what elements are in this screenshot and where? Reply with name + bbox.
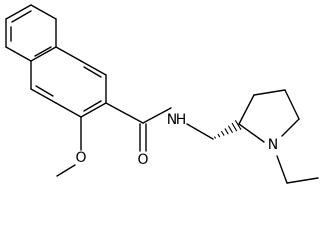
naphthalene-right-ring [30, 46, 107, 118]
pyrrolidine-ring [238, 89, 300, 143]
bond [238, 123, 265, 143]
structure-diagram: O O N H N [5, 4, 319, 184]
bond [55, 46, 82, 62]
bond [30, 46, 57, 62]
carboxamide-group [105, 102, 172, 152]
bond [253, 89, 286, 96]
bond [5, 46, 32, 62]
bond [281, 118, 300, 137]
amide-hydrogen-label: H [176, 112, 187, 128]
bond [238, 94, 255, 125]
bond [30, 4, 57, 20]
bond [5, 4, 32, 20]
methylene-linker [186, 123, 214, 140]
double-bond-inner [34, 46, 52, 57]
methoxy-group [56, 116, 82, 177]
bond [276, 155, 288, 184]
methoxy-oxygen-label: O [75, 150, 86, 166]
ring-nitrogen-label: N [268, 137, 278, 153]
bond [105, 102, 144, 124]
stereo-hashed-wedge [214, 120, 242, 139]
bond [284, 89, 300, 120]
bond [142, 107, 172, 124]
bond [55, 102, 82, 118]
double-bond-inner [11, 10, 32, 23]
double-bond-inner [35, 85, 54, 97]
bond [286, 177, 319, 184]
bond [56, 164, 76, 177]
ethyl-group [276, 155, 319, 184]
bond [186, 123, 214, 140]
naphthalene-left-ring [5, 4, 57, 62]
double-bond-inner [83, 66, 102, 78]
carbonyl-oxygen-label: O [137, 152, 148, 168]
amide-nitrogen-label: N [167, 112, 177, 128]
bond [80, 60, 107, 76]
bond [80, 102, 107, 118]
double-bond-inner [83, 100, 102, 112]
molecule-drawing: O O N H N [5, 4, 319, 184]
bond [30, 88, 57, 104]
